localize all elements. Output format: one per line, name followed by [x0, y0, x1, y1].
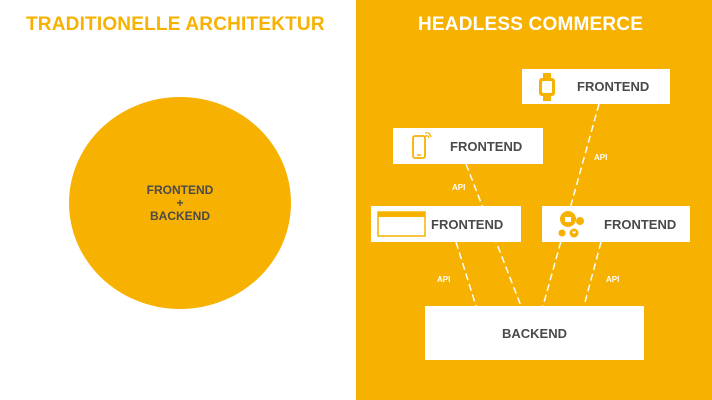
api-connection-lines — [455, 103, 602, 307]
traditional-architecture-title: TRADITIONELLE ARCHITEKTUR — [26, 14, 325, 35]
circle-frontend-label: FRONTEND — [146, 182, 214, 197]
frontend-label-social: FRONTEND — [604, 216, 677, 232]
backend-label: BACKEND — [502, 325, 567, 341]
api-line-phone — [465, 163, 522, 307]
social-heart-glyph — [572, 231, 576, 234]
api-label-phone: API — [452, 183, 466, 192]
monolith-circle: FRONTEND + BACKEND — [69, 97, 291, 309]
api-line-browser — [455, 241, 477, 307]
frontend-label-browser: FRONTEND — [431, 216, 504, 232]
watch-strap-bottom — [543, 96, 551, 101]
traditional-architecture-panel: TRADITIONELLE ARCHITEKTUR FRONTEND + BAC… — [26, 14, 325, 309]
smartwatch-icon — [539, 73, 555, 101]
frontend-box-phone: FRONTEND — [393, 128, 543, 164]
watch-screen — [542, 81, 552, 93]
api-line-social — [583, 241, 602, 307]
frontend-box-browser: FRONTEND — [371, 206, 521, 242]
frontend-box-watch: FRONTEND — [522, 69, 670, 104]
api-label-social: API — [606, 275, 620, 284]
circle-plus-label: + — [176, 195, 184, 210]
api-label-watch: API — [594, 153, 608, 162]
backend-box: BACKEND — [425, 306, 644, 360]
smartphone-icon — [412, 132, 432, 159]
headless-commerce-panel: HEADLESS COMMERCE FRONTEND FRONTEND — [356, 0, 712, 400]
api-line-watch — [542, 103, 600, 307]
phone-signal-1 — [424, 135, 430, 139]
browser-titlebar — [378, 212, 425, 217]
frontend-box-social: FRONTEND — [542, 206, 690, 242]
frontend-label-phone: FRONTEND — [450, 138, 523, 154]
social-small-bubble — [576, 217, 584, 225]
browser-window-icon — [377, 211, 426, 237]
headless-commerce-title: HEADLESS COMMERCE — [418, 14, 644, 35]
social-thumb-glyph — [565, 217, 571, 222]
watch-strap-top — [543, 73, 551, 78]
social-media-icon — [558, 211, 584, 238]
circle-backend-label: BACKEND — [150, 208, 210, 223]
social-plus-bubble — [558, 229, 566, 237]
phone-body — [412, 135, 426, 159]
api-label-browser: API — [437, 275, 451, 284]
frontend-label-watch: FRONTEND — [577, 79, 650, 94]
phone-signal-2 — [424, 132, 432, 138]
